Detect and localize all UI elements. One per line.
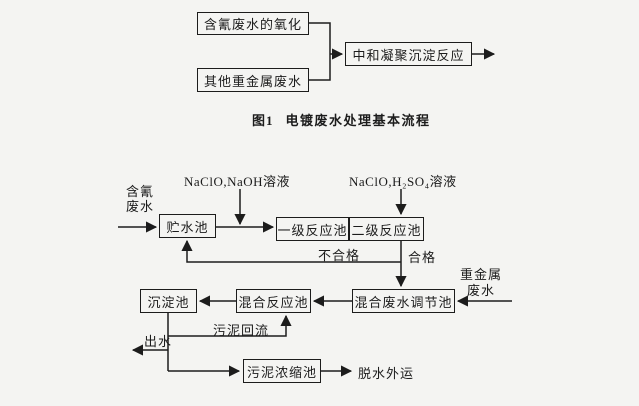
- label-dewater-transport: 脱水外运: [358, 366, 415, 381]
- box-storage-tank: 贮水池: [159, 214, 216, 238]
- figure1-title: 电镀废水处理基本流程: [285, 113, 431, 128]
- box-other-heavy-metal-wastewater: 其他重金属废水: [197, 68, 309, 92]
- label-effluent: 出水: [144, 334, 173, 349]
- box-sludge-thickening-tank: 污泥浓缩池: [243, 359, 321, 383]
- figure1-caption: 图1 电镀废水处理基本流程: [252, 110, 431, 129]
- box-neutralization-coagulation-sedimentation: 中和凝聚沉淀反应: [345, 42, 472, 66]
- label-unqualified: 不合格: [318, 248, 361, 263]
- box-first-stage-reaction-tank: 一级反应池: [276, 217, 349, 241]
- label-cyanide-wastewater-line2: 废水: [126, 199, 155, 214]
- box-mixed-wastewater-adjust-tank: 混合废水调节池: [352, 289, 455, 313]
- label-heavy-metal-wastewater-line2: 废水: [467, 283, 496, 298]
- figure1-number: 图1: [252, 113, 274, 128]
- box-second-stage-reaction-tank: 二级反应池: [349, 217, 424, 241]
- label-naclo-naoh-solution: NaClO,NaOH溶液: [184, 174, 291, 189]
- label-cyanide-wastewater-line1: 含氰: [126, 184, 155, 199]
- label-naclo-h2so4-solution: NaClO,H₂SO₄溶液: [349, 174, 457, 189]
- box-mixing-reaction-tank: 混合反应池: [236, 289, 311, 313]
- label-sludge-return: 污泥回流: [213, 323, 270, 338]
- box-cyanide-oxidation: 含氰废水的氧化: [197, 12, 309, 35]
- box-sedimentation-tank: 沉淀池: [140, 289, 197, 313]
- label-qualified: 合格: [408, 250, 437, 265]
- label-heavy-metal-wastewater-line1: 重金属: [460, 267, 503, 282]
